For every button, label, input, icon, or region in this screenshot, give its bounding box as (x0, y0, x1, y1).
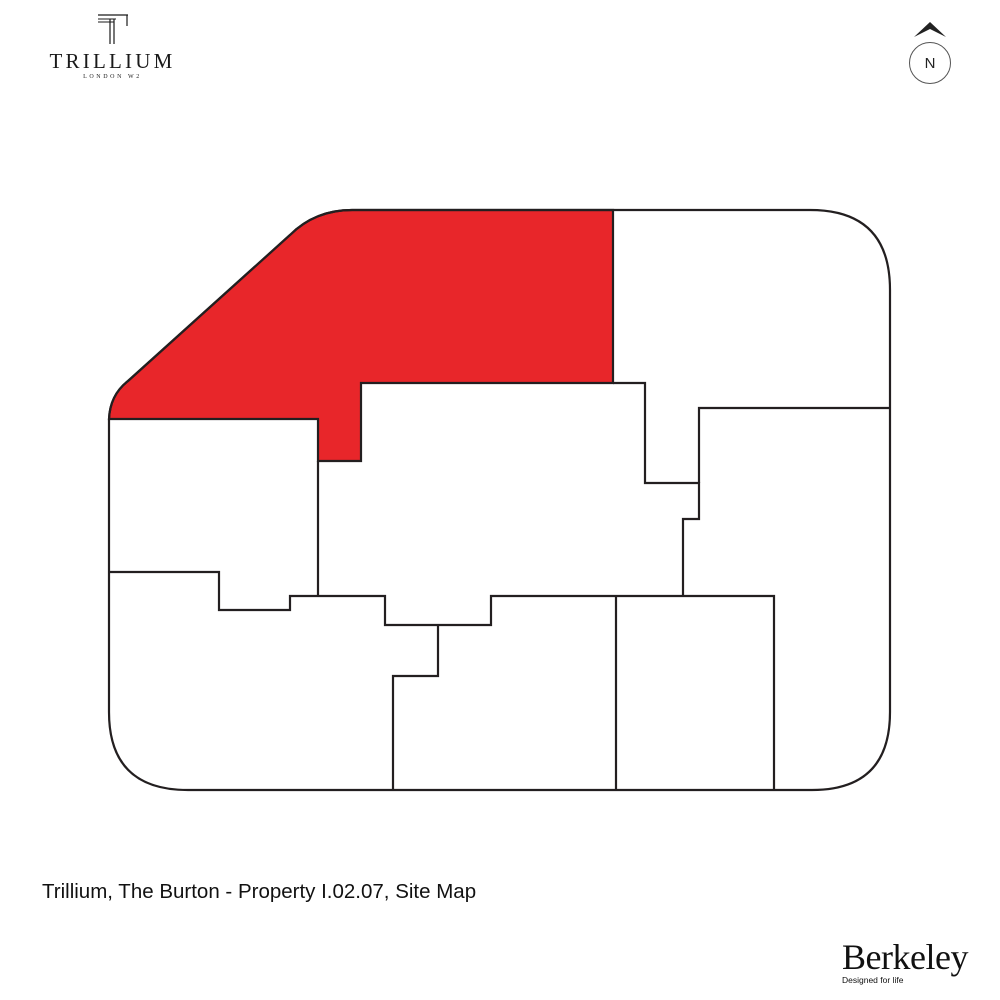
north-arrow-icon (914, 22, 946, 37)
partition-south-east (614, 594, 776, 790)
compass-circle: N (909, 42, 951, 84)
logo-subtitle: LONDON W2 (83, 74, 142, 80)
partition-east-top (697, 406, 890, 483)
brand-name: Berkeley (842, 937, 968, 977)
trillium-t-monogram-icon (97, 14, 128, 44)
berkeley-logo: Berkeley Designed for life (842, 937, 968, 985)
unit-highlighted[interactable] (107, 208, 615, 463)
map-caption: Trillium, The Burton - Property I.02.07,… (42, 880, 477, 903)
partition-south-west (109, 570, 616, 627)
site-outline (107, 208, 892, 792)
trillium-logo: TRILLIUM LONDON W2 (40, 12, 185, 80)
partition-central-east (613, 381, 701, 596)
logo-name: TRILLIUM (49, 49, 176, 73)
compass-label: N (924, 54, 936, 72)
brand-tagline: Designed for life (842, 975, 904, 985)
north-compass: N (906, 20, 954, 88)
partition-south-central (391, 625, 440, 790)
